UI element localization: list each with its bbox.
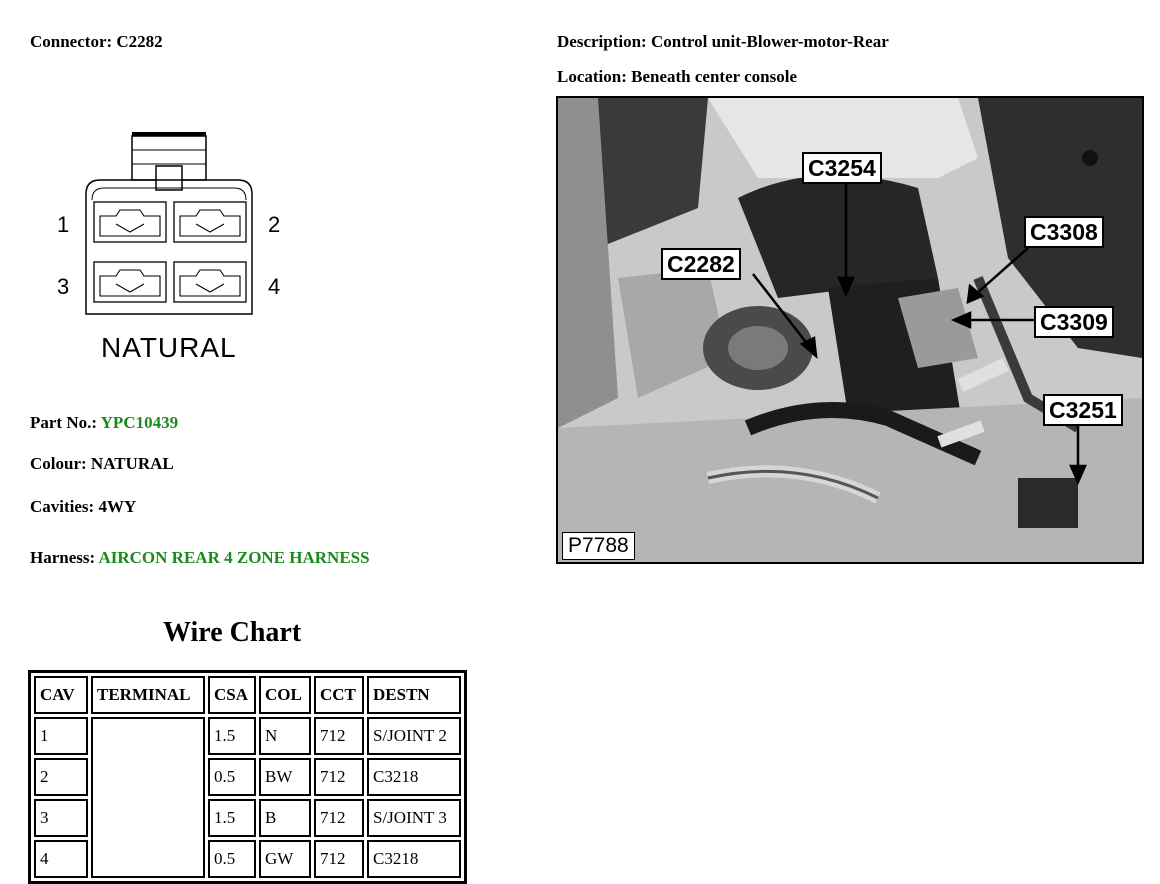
header-destn: DESTN bbox=[367, 676, 461, 714]
pin-4-label: 4 bbox=[268, 274, 281, 299]
cell-csa: 1.5 bbox=[208, 799, 256, 837]
callout-c3309: C3309 bbox=[1034, 306, 1114, 338]
cell-destn: C3218 bbox=[367, 840, 461, 878]
cell-csa: 1.5 bbox=[208, 717, 256, 755]
description-value: Control unit-Blower-motor-Rear bbox=[650, 32, 889, 51]
table-row: 3 1.5 B 712 S/JOINT 3 bbox=[34, 799, 461, 837]
connector-line: Connector: C2282 bbox=[30, 32, 163, 52]
callout-c3308: C3308 bbox=[1024, 216, 1104, 248]
cell-terminal bbox=[91, 717, 205, 878]
cell-cav: 1 bbox=[34, 717, 88, 755]
cavities-line: Cavities: 4WY bbox=[30, 497, 136, 517]
part-number-link[interactable]: YPC10439 bbox=[100, 413, 179, 432]
figure-id: P7788 bbox=[562, 532, 635, 560]
header-cct: CCT bbox=[314, 676, 364, 714]
table-row: 2 0.5 BW 712 C3218 bbox=[34, 758, 461, 796]
cell-cct: 712 bbox=[314, 717, 364, 755]
location-value: Beneath center console bbox=[631, 67, 798, 86]
cell-destn: S/JOINT 3 bbox=[367, 799, 461, 837]
cell-cct: 712 bbox=[314, 758, 364, 796]
harness-link[interactable]: AIRCON REAR 4 ZONE HARNESS bbox=[98, 548, 370, 567]
header-col: COL bbox=[259, 676, 311, 714]
connector-value: C2282 bbox=[116, 32, 163, 51]
cell-destn: C3218 bbox=[367, 758, 461, 796]
cell-csa: 0.5 bbox=[208, 840, 256, 878]
cell-cav: 2 bbox=[34, 758, 88, 796]
cell-col: GW bbox=[259, 840, 311, 878]
part-number-line: Part No.: YPC10439 bbox=[30, 413, 178, 433]
cell-destn: S/JOINT 2 bbox=[367, 717, 461, 755]
callout-c2282: C2282 bbox=[661, 248, 741, 280]
callout-c3251: C3251 bbox=[1043, 394, 1123, 426]
pin-2-label: 2 bbox=[268, 212, 281, 237]
callout-arrows bbox=[752, 184, 1087, 486]
header-cav: CAV bbox=[34, 676, 88, 714]
cell-col: B bbox=[259, 799, 311, 837]
description-label: Description: bbox=[557, 32, 647, 51]
table-row: 1 1.5 N 712 S/JOINT 2 bbox=[34, 717, 461, 878]
colour-line: Colour: NATURAL bbox=[30, 454, 174, 474]
pin-1-label: 1 bbox=[57, 212, 70, 237]
wire-chart-title: Wire Chart bbox=[163, 617, 302, 648]
table-row: 4 0.5 GW 712 C3218 bbox=[34, 840, 461, 878]
location-photo: C3254 C3308 C2282 C3309 C3251 P7788 bbox=[556, 96, 1144, 564]
cell-cav: 4 bbox=[34, 840, 88, 878]
cavities-label: Cavities: bbox=[30, 497, 95, 516]
table-header-row: CAV TERMINAL CSA COL CCT DESTN bbox=[34, 676, 461, 714]
location-label: Location: bbox=[557, 67, 627, 86]
cell-col: BW bbox=[259, 758, 311, 796]
cell-csa: 0.5 bbox=[208, 758, 256, 796]
part-number-label: Part No.: bbox=[30, 413, 98, 432]
location-line: Location: Beneath center console bbox=[557, 67, 797, 87]
cell-cct: 712 bbox=[314, 799, 364, 837]
connector-face-diagram bbox=[85, 132, 253, 315]
connector-label: Connector: bbox=[30, 32, 113, 51]
description-line: Description: Control unit-Blower-motor-R… bbox=[557, 32, 889, 52]
header-terminal: TERMINAL bbox=[91, 676, 205, 714]
cavities-value: 4WY bbox=[98, 497, 137, 516]
pin-3-label: 3 bbox=[57, 274, 70, 299]
callout-c3254: C3254 bbox=[802, 152, 882, 184]
photo-illustration bbox=[558, 98, 1142, 562]
colour-label: Colour: bbox=[30, 454, 87, 473]
cell-col: N bbox=[259, 717, 311, 755]
header-csa: CSA bbox=[208, 676, 256, 714]
harness-line: Harness: AIRCON REAR 4 ZONE HARNESS bbox=[30, 548, 370, 568]
harness-label: Harness: bbox=[30, 548, 96, 567]
connector-colour-name: NATURAL bbox=[101, 332, 237, 363]
cell-cct: 712 bbox=[314, 840, 364, 878]
cell-cav: 3 bbox=[34, 799, 88, 837]
colour-value: NATURAL bbox=[90, 454, 174, 473]
wire-chart-table: CAV TERMINAL CSA COL CCT DESTN 1 1.5 N 7… bbox=[28, 670, 467, 884]
